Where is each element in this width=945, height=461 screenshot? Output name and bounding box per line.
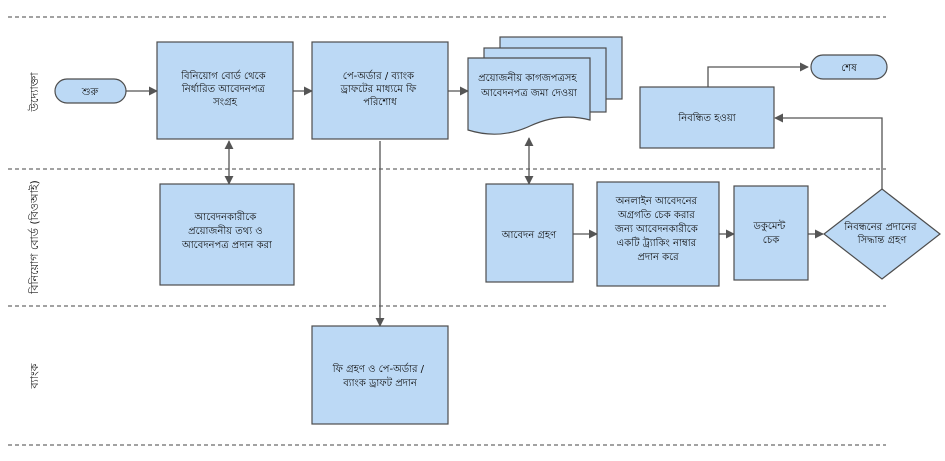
pay-fee-line: পরিশোধ — [363, 96, 397, 108]
pay-fee-box — [311, 41, 449, 140]
collect-form-text: বিনিয়োগ বোর্ড থেকে নির্ধারিত আবেদনপত্র … — [180, 70, 269, 108]
node-start: শুরু — [54, 78, 127, 104]
pay-fee-line: ড্রাফটের মাধ্যমে ফি — [340, 82, 417, 95]
tracking-number-text: অনলাইন আবেদনের অগ্রগতি চেক করার জন্য আবে… — [614, 195, 701, 263]
lane-label-entrepreneur: উদ্যোক্তা — [28, 72, 41, 113]
collect-form-line: নির্ধারিত আবেদনপত্র — [181, 83, 266, 95]
node-end: শেষ — [810, 54, 888, 80]
decision-diamond — [823, 188, 941, 280]
node-document-check: ডকুমেন্ট চেক — [733, 185, 809, 281]
submit-documents-line: আবেদনপত্র জমা দেওয়া — [480, 88, 578, 99]
end-label: শেষ — [841, 63, 857, 74]
tracking-number-line: প্রদান করে — [637, 252, 679, 263]
provide-info-line: আবেদনকারীকে — [194, 210, 258, 223]
collect-form-line: সংগ্রহ — [212, 97, 237, 108]
pay-fee-text: পে-অর্ডার / ব্যাংক ড্রাফটের মাধ্যমে ফি প… — [340, 70, 420, 108]
document-check-line: ডকুমেন্ট — [753, 220, 786, 232]
registered-label: নিবন্ধিত হওয়া — [677, 112, 736, 124]
tracking-number-box — [596, 181, 720, 287]
arrow-decision-to-registered — [774, 113, 883, 189]
node-decision: নিবন্ধনের প্রদানের সিদ্ধান্ত গ্রহণ — [823, 188, 941, 280]
node-collect-form: বিনিয়োগ বোর্ড থেকে নির্ধারিত আবেদনপত্র … — [156, 41, 294, 140]
node-registered: নিবন্ধিত হওয়া — [639, 86, 775, 149]
arrow-registered-to-end — [707, 62, 809, 87]
node-receive-application: আবেদন গ্রহণ — [485, 183, 574, 283]
document-check-text: ডকুমেন্ট চেক — [753, 220, 789, 246]
provide-info-box — [159, 183, 295, 286]
document-stack-front — [467, 57, 591, 135]
lane-label-bank: ব্যাংক — [28, 363, 41, 389]
node-tracking-number: অনলাইন আবেদনের অগ্রগতি চেক করার জন্য আবে… — [596, 181, 720, 287]
registered-box — [639, 86, 775, 149]
submit-documents-text: প্রয়োজনীয় কাগজপত্রসহ আবেদনপত্র জমা দেও… — [478, 71, 580, 99]
collect-form-box — [156, 41, 294, 140]
provide-info-line: আবেদনপত্র প্রদান করা — [181, 240, 273, 251]
tracking-number-line: অনলাইন আবেদনের — [615, 195, 698, 207]
tracking-number-line: জন্য আবেদনকারীকে — [614, 222, 699, 235]
node-pay-fee: পে-অর্ডার / ব্যাংক ড্রাফটের মাধ্যমে ফি প… — [311, 41, 449, 140]
provide-info-text: আবেদনকারীকে প্রয়োজনীয় তথ্য ও আবেদনপত্র… — [181, 210, 273, 251]
lane-label-board: বিনিয়োগ বোর্ড (বিওআই) — [28, 180, 41, 295]
collect-form-line: বিনিয়োগ বোর্ড থেকে — [180, 70, 266, 82]
decision-line: সিদ্ধান্ত গ্রহণ — [857, 234, 908, 246]
fee-received-box — [311, 325, 449, 425]
decision-line: নিবন্ধনের প্রদানের — [843, 221, 917, 233]
end-terminator — [810, 54, 888, 80]
node-provide-info: আবেদনকারীকে প্রয়োজনীয় তথ্য ও আবেদনপত্র… — [159, 183, 295, 286]
start-terminator — [54, 78, 127, 104]
start-label: শুরু — [81, 87, 99, 98]
receive-application-box — [485, 183, 574, 283]
receive-application-label: আবেদন গ্রহণ — [501, 230, 557, 241]
fee-received-text: ফি গ্রহণ ও পে-অর্ডার / ব্যাংক ড্রাফট প্র… — [332, 363, 427, 389]
document-check-box — [733, 185, 809, 281]
pay-fee-line: পে-অর্ডার / ব্যাংক — [343, 70, 415, 82]
document-check-line: চেক — [763, 235, 780, 246]
submit-documents-line: প্রয়োজনীয় কাগজপত্রসহ — [478, 71, 577, 84]
node-submit-documents: প্রয়োজনীয় কাগজপত্রসহ আবেদনপত্র জমা দেও… — [467, 36, 623, 135]
node-fee-received: ফি গ্রহণ ও পে-অর্ডার / ব্যাংক ড্রাফট প্র… — [311, 325, 449, 425]
tracking-number-line: অগ্রগতি চেক করার — [617, 209, 695, 221]
tracking-number-line: একটি ট্র্যাকিং নাম্বার — [617, 236, 697, 249]
fee-received-line: ফি গ্রহণ ও পে-অর্ডার / — [332, 363, 425, 375]
fee-received-line: ব্যাংক ড্রাফট প্রদান — [342, 376, 418, 389]
lane-label-board-text: বিনিয়োগ বোর্ড (বিওআই) — [28, 180, 41, 295]
provide-info-line: প্রয়োজনীয় তথ্য ও — [188, 224, 263, 237]
decision-text: নিবন্ধনের প্রদানের সিদ্ধান্ত গ্রহণ — [843, 221, 919, 246]
